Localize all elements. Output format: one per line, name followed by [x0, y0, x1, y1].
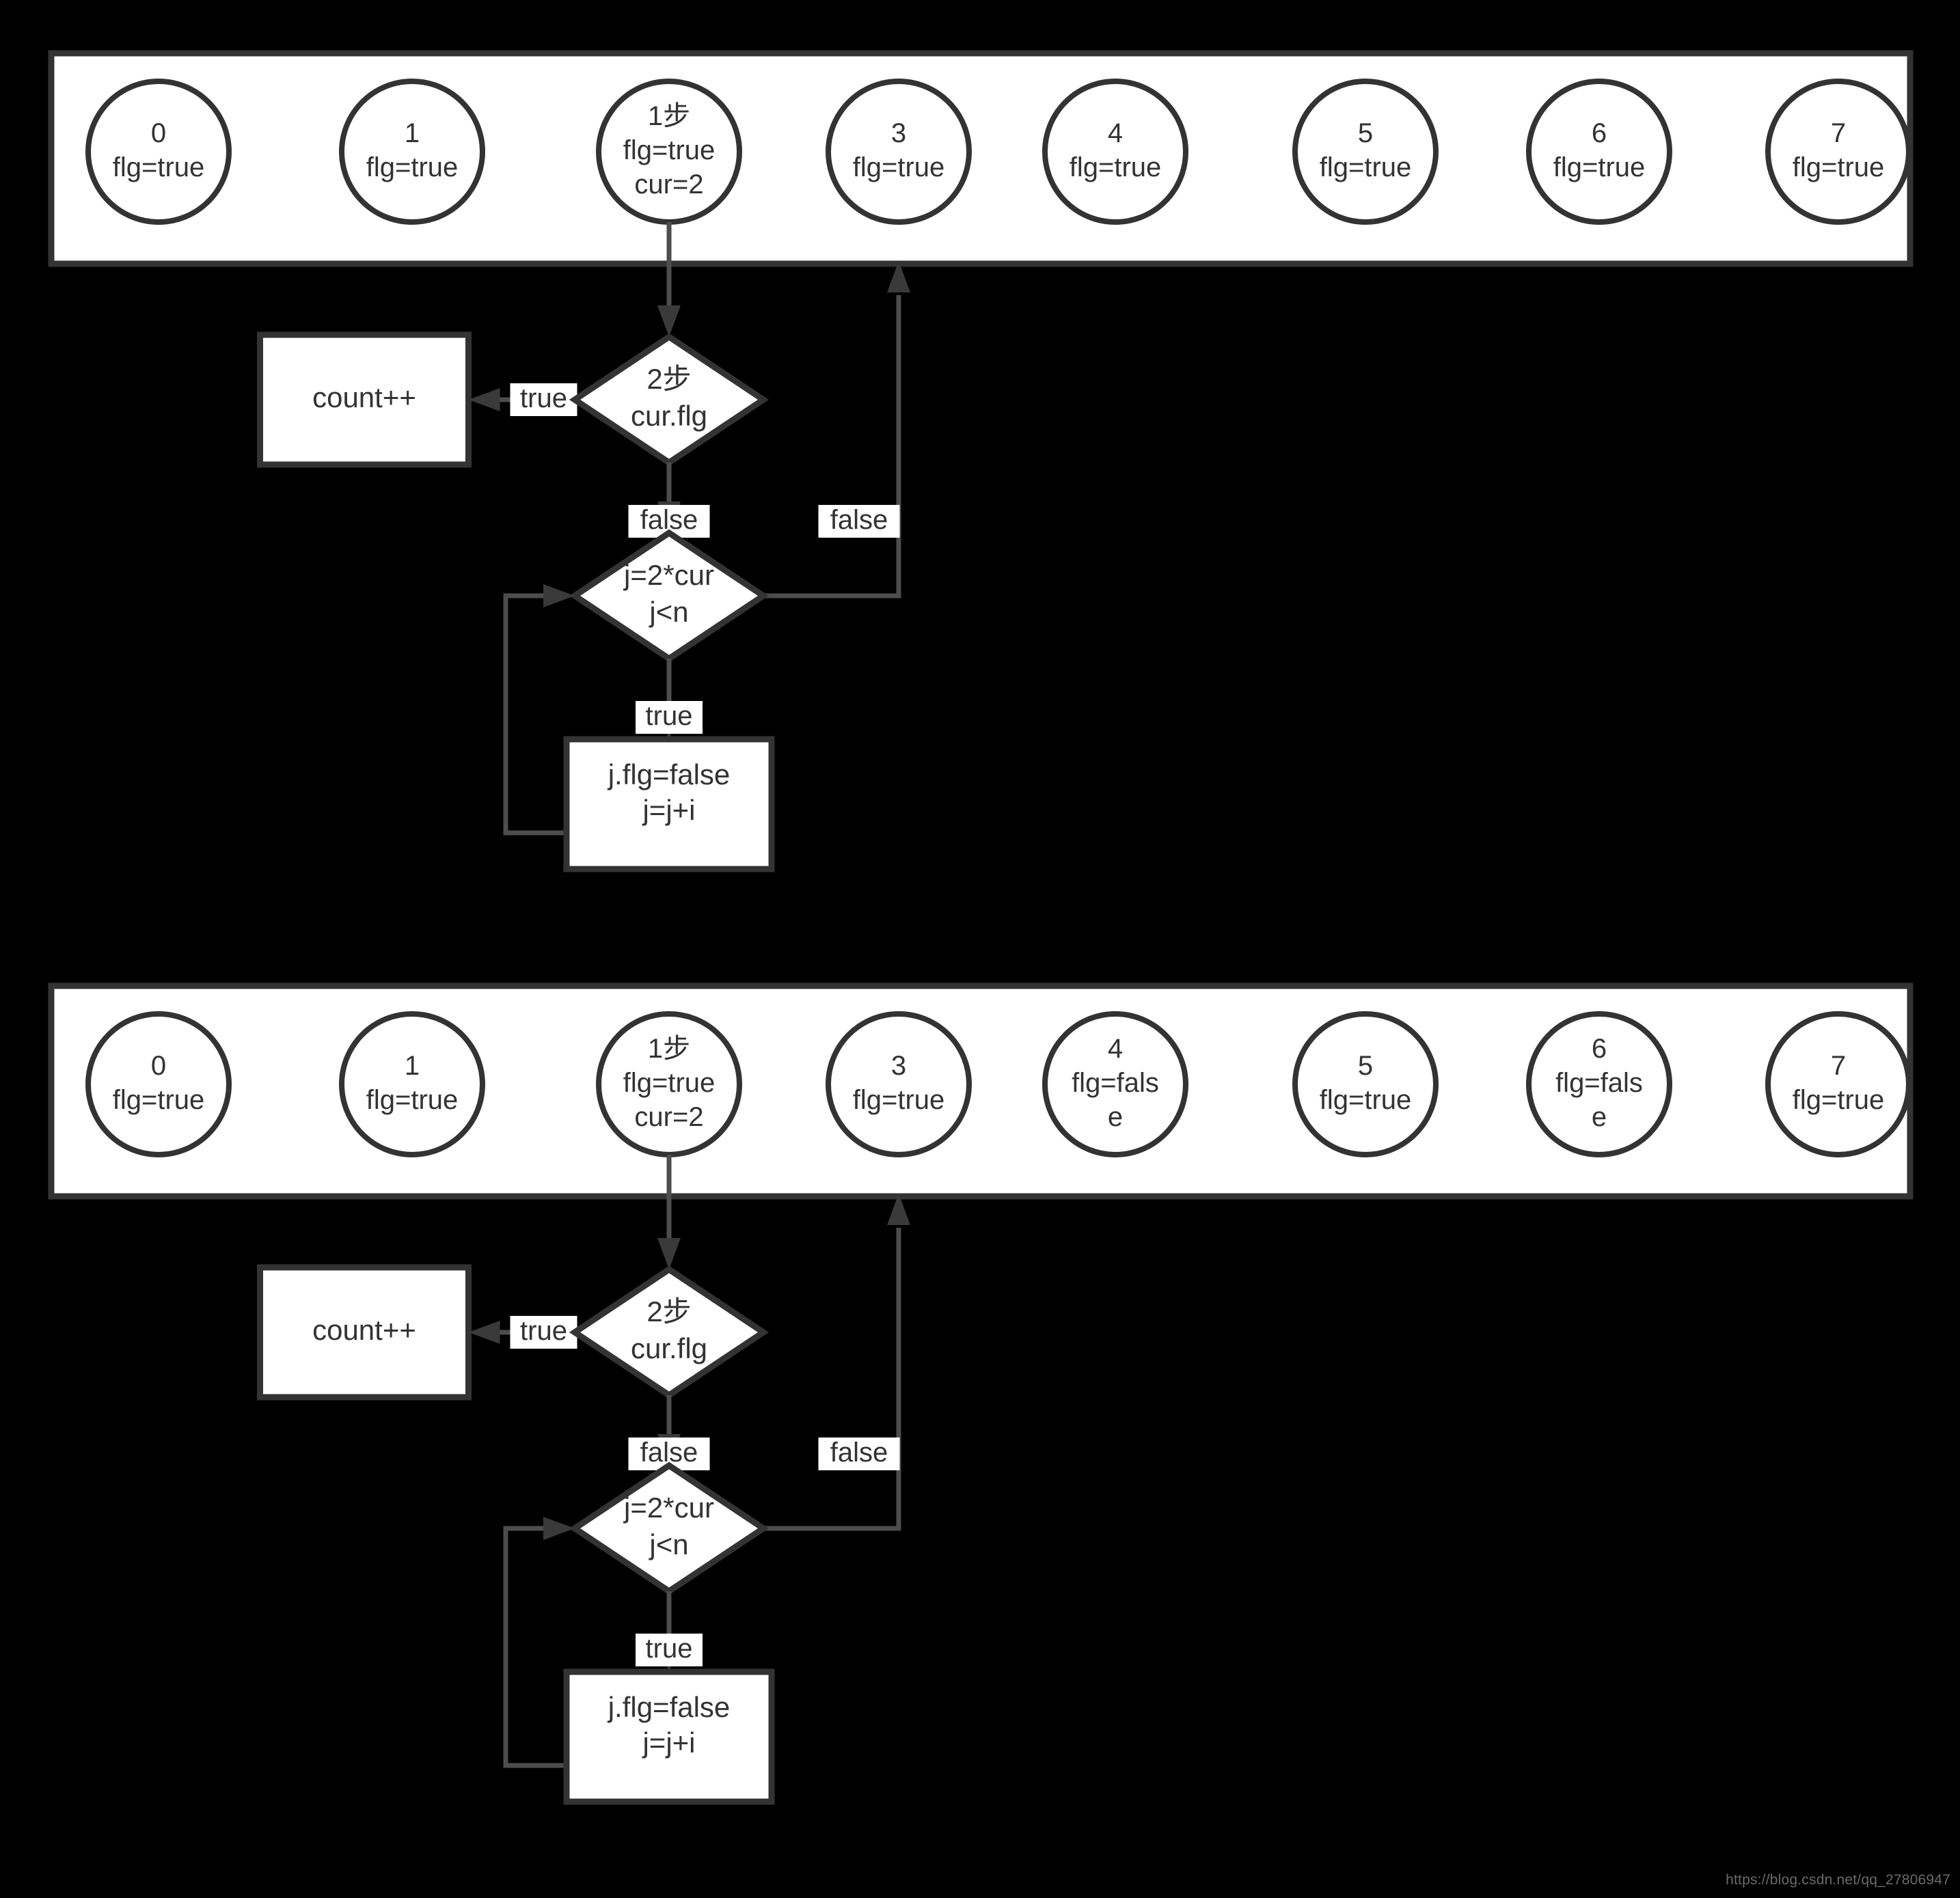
node-circle-3 — [826, 1011, 972, 1157]
panel-bottom-mark-box[interactable] — [563, 1668, 775, 1805]
panel-top-count-box-label: count++ — [312, 381, 416, 413]
panel-top-arrow-loopback — [543, 584, 575, 607]
panel-bottom-label-loop-false-bg — [818, 1438, 900, 1470]
panel-bottom-arrow-loopback — [543, 1517, 575, 1540]
node-circle-0 — [85, 79, 232, 225]
panel-top-edge-loopback — [503, 593, 567, 836]
panel-bottom-label-flag-true: true — [520, 1316, 567, 1346]
panel-top-label-loop-true: true — [646, 701, 693, 731]
panel-bottom-arrow-flag-true — [468, 1321, 500, 1344]
panel-top-arrow-loop-false — [887, 261, 910, 292]
node-circle-7 — [1765, 1011, 1911, 1157]
panel-top-arrow-node2-to-flagdecision — [657, 305, 681, 337]
node-circle-0 — [85, 1011, 232, 1157]
node-circle-1 — [339, 1011, 485, 1157]
node-circle-4 — [1042, 79, 1188, 225]
node-circle-6 — [1526, 1011, 1672, 1157]
panel-top-label-flag-true: true — [520, 383, 567, 413]
panel-top-arrow-flag-true — [468, 388, 500, 411]
panel-bottom-label-flag-true-bg — [510, 1316, 577, 1349]
node-circle-4 — [1042, 1011, 1188, 1157]
panel-top-label-loop-false: false — [830, 505, 888, 535]
panel-bottom-edge-loopback — [503, 1526, 567, 1768]
node-circle-7 — [1765, 79, 1911, 225]
watermark: https://blog.csdn.net/qq_27806947 — [1726, 1872, 1950, 1888]
panel-top-mark-box[interactable] — [563, 736, 775, 872]
node-circle-5 — [1292, 79, 1439, 225]
panel-top-label-flag-true-bg — [510, 383, 577, 416]
node-circle-3 — [826, 79, 972, 225]
panel-bottom-label-loop-false: false — [830, 1438, 888, 1468]
panel-bottom-label-loop-true-bg — [636, 1634, 703, 1666]
panel-bottom-count-box[interactable] — [257, 1264, 472, 1401]
panel-top-label-loop-true-bg — [636, 701, 703, 734]
node-circle-1 — [339, 79, 485, 225]
panel-bottom-count-box-label: count++ — [312, 1314, 416, 1346]
panel-top-label-loop-false-bg — [818, 505, 900, 538]
node-circle-6 — [1526, 79, 1672, 225]
panel-top-edge-loop-false — [763, 295, 901, 599]
node-circle-5 — [1292, 1011, 1439, 1157]
panel-bottom-edge-loop-false — [763, 1228, 901, 1531]
panel-bottom-arrow-loop-false — [887, 1194, 910, 1225]
panel-bottom-label-loop-true: true — [646, 1634, 693, 1664]
panel-bottom-arrow-node2-to-flagdecision — [657, 1238, 681, 1269]
